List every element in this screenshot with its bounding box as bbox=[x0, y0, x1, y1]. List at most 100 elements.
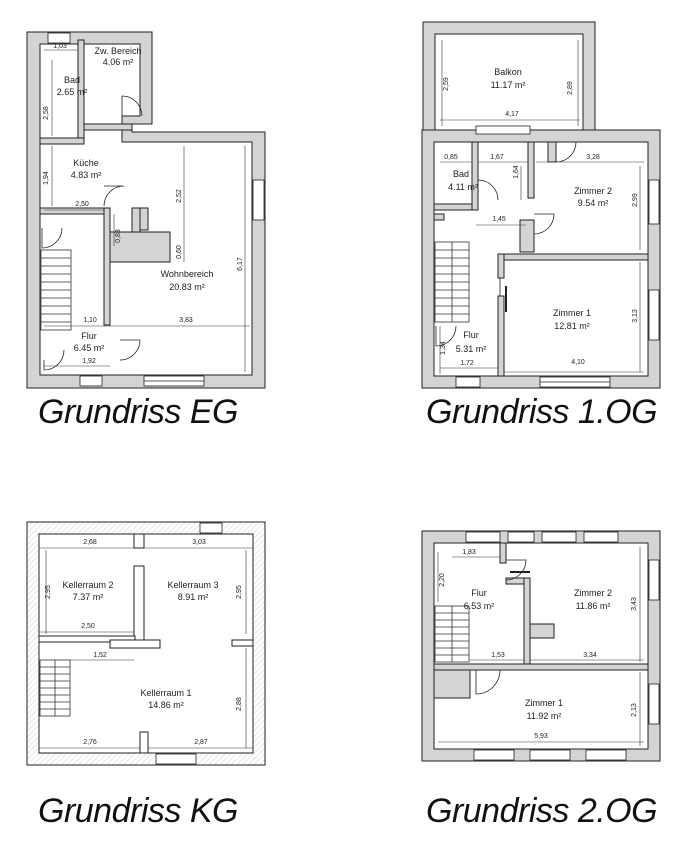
room-name: Wohnbereich bbox=[161, 269, 214, 279]
room-name: Zimmer 1 bbox=[553, 308, 591, 318]
dimension-label: 1,10 bbox=[83, 317, 97, 324]
room-area: 2.65 m² bbox=[57, 87, 88, 97]
room-name: Zimmer 1 bbox=[525, 698, 563, 708]
dimension-label: 2,95 bbox=[45, 585, 52, 599]
dimension-label: 2,76 bbox=[83, 739, 97, 746]
room-name: Bad bbox=[453, 169, 469, 179]
dimension-label: 2,95 bbox=[236, 585, 243, 599]
dimension-label: 0,60 bbox=[176, 245, 183, 259]
plan-og2: Flur 6.53 m² Zimmer 2 11.86 m² Zimmer 1 … bbox=[421, 530, 661, 762]
dimension-lines bbox=[439, 40, 644, 374]
room-area: 11.92 m² bbox=[527, 711, 562, 721]
dimension-label: 6,17 bbox=[237, 257, 244, 271]
dimension-label: 0,85 bbox=[444, 154, 458, 161]
dimension-label: 2,50 bbox=[81, 623, 95, 630]
room-area: 9.54 m² bbox=[578, 198, 609, 208]
staircase bbox=[434, 241, 470, 323]
dimension-label: 3,13 bbox=[632, 309, 639, 323]
room-name: Kellerraum 2 bbox=[62, 580, 113, 590]
dimension-label: 1,94 bbox=[43, 171, 50, 185]
room-area: 4.06 m² bbox=[103, 57, 134, 67]
interior-walls bbox=[433, 141, 649, 377]
dimension-lines bbox=[44, 49, 250, 372]
dimension-lines bbox=[39, 547, 253, 749]
room-area: 4.83 m² bbox=[71, 170, 102, 180]
dimension-label: 2,89 bbox=[567, 81, 574, 95]
room-name: Zimmer 2 bbox=[574, 588, 612, 598]
exterior-wall bbox=[421, 530, 661, 762]
dimension-label: 2,13 bbox=[631, 703, 638, 717]
room-area: 5.31 m² bbox=[456, 344, 487, 354]
plan-caption-eg: Grundriss EG bbox=[38, 393, 238, 431]
room-area: 6.53 m² bbox=[464, 601, 495, 611]
staircase bbox=[39, 659, 71, 717]
windows bbox=[155, 522, 223, 765]
plan-caption-og2: Grundriss 2.OG bbox=[426, 792, 658, 830]
dimension-label: 1,83 bbox=[462, 549, 476, 556]
dimension-label: 1,45 bbox=[492, 216, 506, 223]
exterior-wall bbox=[26, 521, 266, 766]
room-area: 20.83 m² bbox=[169, 282, 205, 292]
dimension-label: 1,64 bbox=[513, 165, 520, 179]
room-name: Kellerraum 3 bbox=[167, 580, 218, 590]
dimension-label: 2,68 bbox=[83, 539, 97, 546]
doors bbox=[41, 95, 143, 371]
room-area: 11.17 m² bbox=[491, 80, 526, 90]
dimension-label: 2,88 bbox=[236, 697, 243, 711]
room-area: 7.37 m² bbox=[73, 592, 104, 602]
room-name: Flur bbox=[81, 331, 97, 341]
roof-windows bbox=[465, 531, 619, 543]
dimension-label: 0,83 bbox=[115, 229, 122, 243]
room-name: Flur bbox=[471, 588, 487, 598]
dimension-label: 1,67 bbox=[490, 154, 504, 161]
dimension-label: 2,99 bbox=[632, 193, 639, 207]
dimension-label: 3,03 bbox=[192, 539, 206, 546]
dimension-label: 5,93 bbox=[534, 733, 548, 740]
windows bbox=[455, 179, 660, 388]
room-area: 11.86 m² bbox=[576, 601, 611, 611]
interior-walls bbox=[433, 542, 649, 699]
plan-og1: Balkon 11.17 m² Bad 4.11 m² Zimmer 2 9.5… bbox=[421, 21, 661, 389]
plan-caption-kg: Grundriss KG bbox=[38, 792, 238, 830]
windows bbox=[473, 559, 660, 761]
interior-walls bbox=[39, 39, 171, 326]
room-name: Zimmer 2 bbox=[574, 186, 612, 196]
dimension-label: 2,58 bbox=[43, 106, 50, 120]
room-area: 4.11 m² bbox=[448, 182, 478, 192]
room-area: 12.81 m² bbox=[554, 321, 590, 331]
room-name: Bad bbox=[64, 75, 80, 85]
room-area: 8.91 m² bbox=[178, 592, 209, 602]
room-name: Flur bbox=[463, 330, 479, 340]
dimension-label: 3,43 bbox=[631, 597, 638, 611]
dimension-label: 3,28 bbox=[586, 154, 600, 161]
exterior-wall bbox=[26, 31, 266, 389]
doors bbox=[475, 559, 530, 695]
plan-caption-og1: Grundriss 1.OG bbox=[426, 393, 658, 431]
dimension-label: 1,52 bbox=[93, 652, 107, 659]
dimension-label: 3,34 bbox=[583, 652, 597, 659]
dimension-label: 2,59 bbox=[443, 77, 450, 91]
dimension-label: 1,92 bbox=[82, 358, 96, 365]
dimension-label: 4,17 bbox=[505, 111, 519, 118]
interior-walls bbox=[38, 533, 254, 754]
staircase bbox=[434, 605, 470, 663]
room-name: Kellerraum 1 bbox=[140, 688, 191, 698]
staircase bbox=[40, 249, 72, 331]
dimension-label: 4,10 bbox=[571, 359, 585, 366]
plan-eg: Zw. Bereich 4.06 m² Bad 2.65 m² Küche 4.… bbox=[26, 31, 266, 389]
dimension-label: 1,53 bbox=[491, 652, 505, 659]
room-area: 14.86 m² bbox=[148, 700, 184, 710]
room-name: Küche bbox=[73, 158, 99, 168]
room-name: Zw. Bereich bbox=[94, 46, 141, 56]
plan-kg: Kellerraum 2 7.37 m² Kellerraum 3 8.91 m… bbox=[26, 521, 266, 766]
dimension-lines bbox=[437, 547, 644, 746]
dimension-label: 2,20 bbox=[439, 573, 446, 587]
dimension-label: 1,34 bbox=[440, 341, 447, 355]
windows bbox=[47, 32, 265, 387]
dimension-label: 1,72 bbox=[460, 360, 474, 367]
room-area: 6.45 m² bbox=[74, 343, 105, 353]
exterior-wall bbox=[421, 129, 661, 389]
dimension-label: 2,52 bbox=[176, 189, 183, 203]
dimension-label: 2,50 bbox=[75, 201, 89, 208]
